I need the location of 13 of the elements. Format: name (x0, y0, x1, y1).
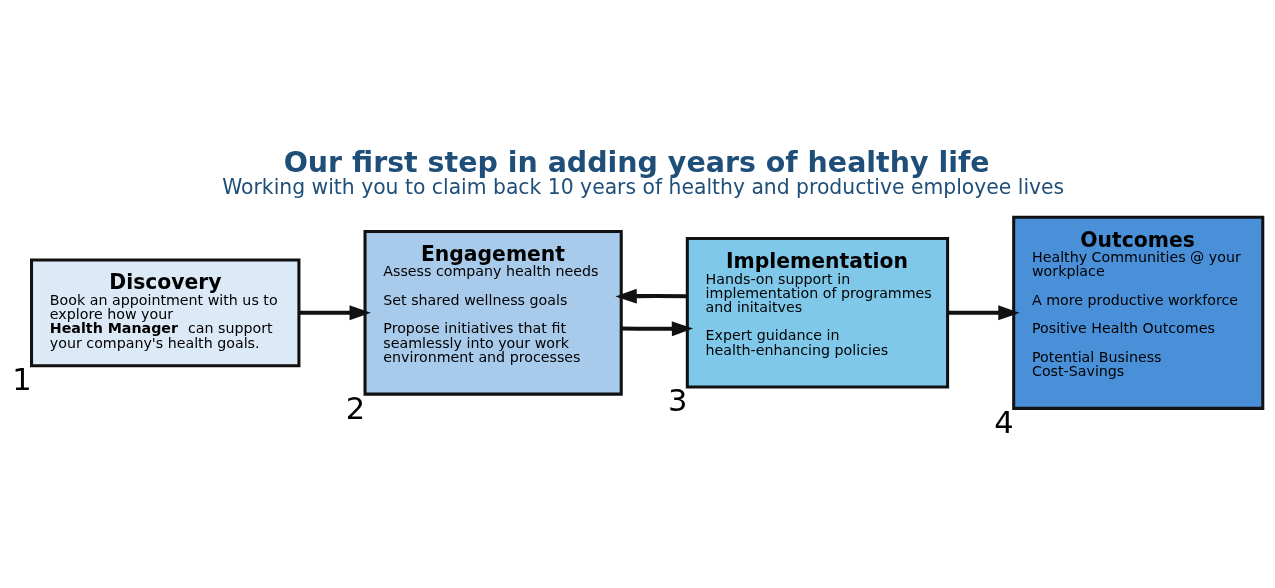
node-label: 1 (12, 362, 32, 398)
arrow (299, 305, 371, 321)
node-label: 2 (345, 390, 366, 426)
diagram-title: Our first step in adding years of healthy life (283, 145, 990, 179)
arrow (621, 321, 694, 337)
node-box: Engagement Assess company health needs Set shared wellness goals Propose initiatives that fit seamlessly into your work environment and processes (363, 229, 623, 396)
node-box: Outcomes Healthy Communities @ your workplace A more productive workforce Positive Health Outcomes Potential Business Cost-Savings (1012, 215, 1265, 410)
arrow (947, 305, 1020, 321)
node-box: Discovery Book an appointment with us to explore how your Health Manager can support your company's health goals. (30, 258, 301, 368)
node-box: Implementation Hands-on support in implementation of programmes and initaitves Expert guidance in health-enhancing policies (685, 237, 950, 389)
node-label: 3 (668, 383, 688, 419)
node-label: 4 (994, 404, 1014, 440)
arrow (615, 288, 688, 304)
